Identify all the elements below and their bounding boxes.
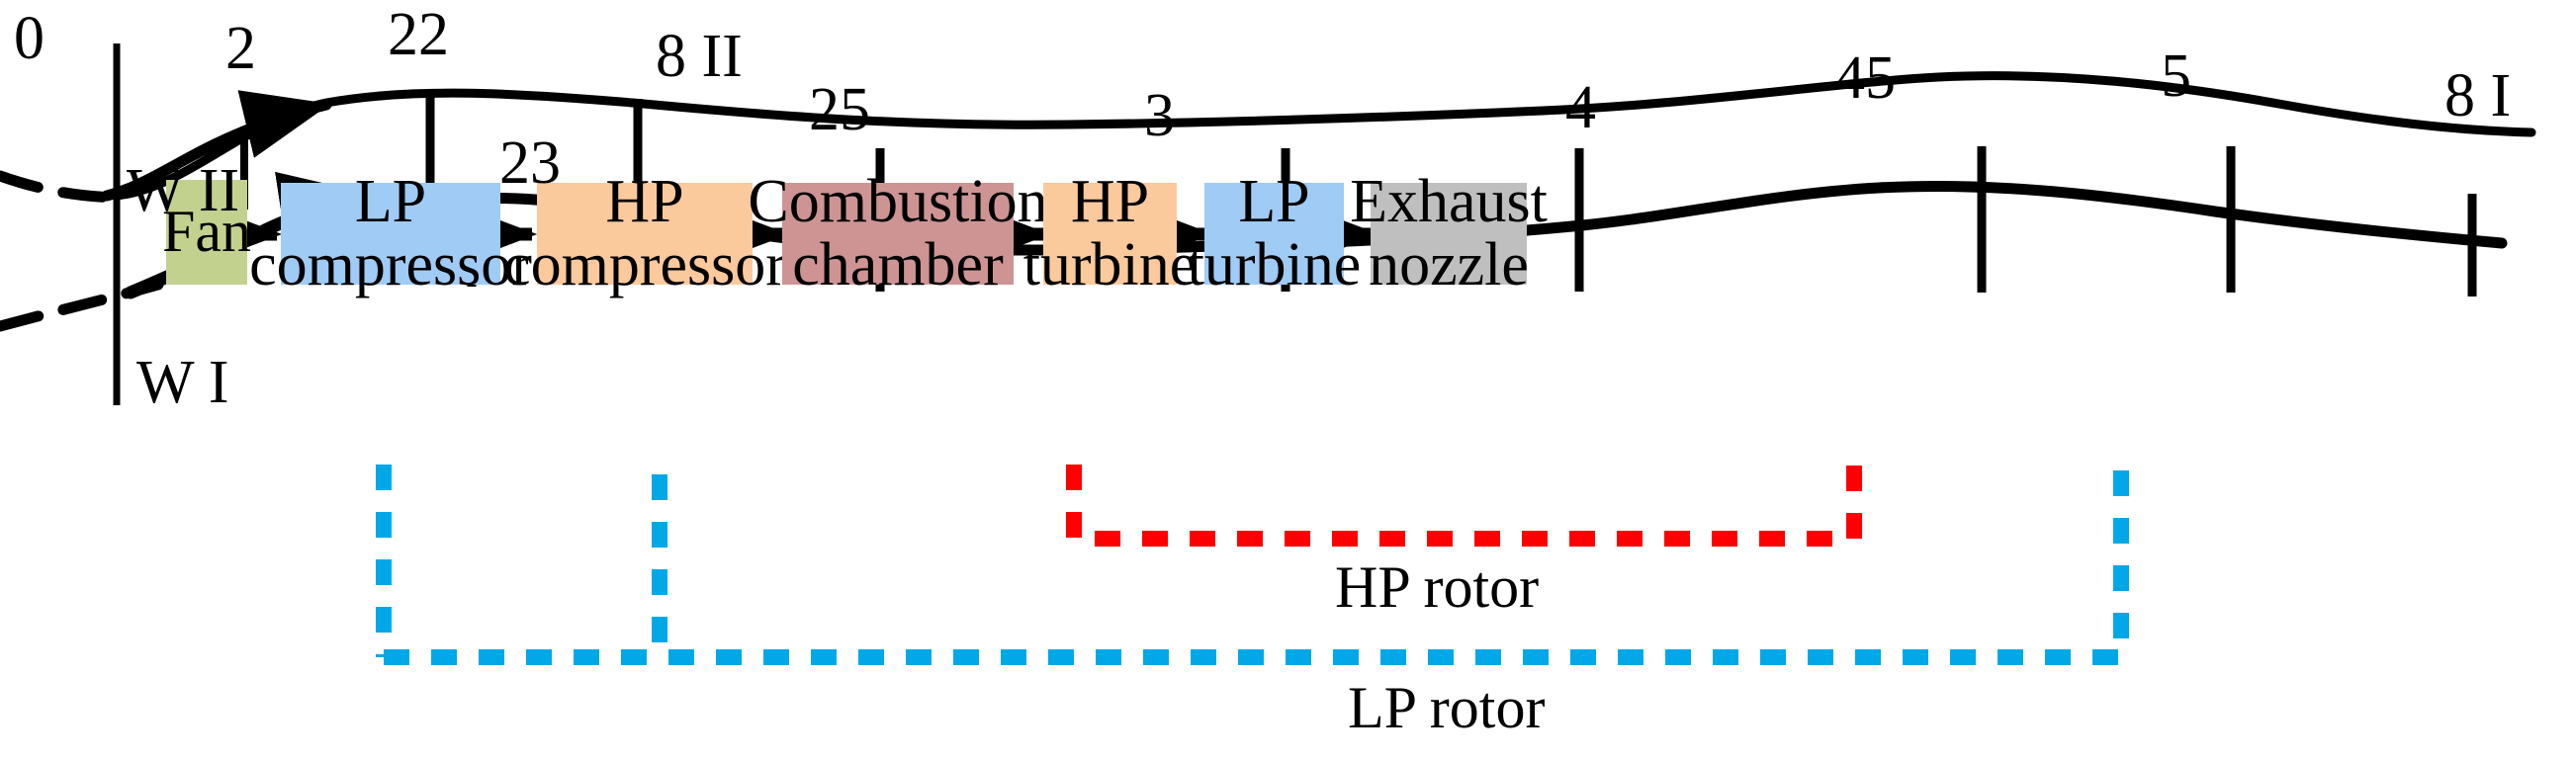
component-label-lp-turbine: LP turbine [1187, 168, 1362, 298]
component-box-hp-compressor[interactable]: HP compressor [503, 171, 786, 296]
component-label-hp-turbine: HP turbine [1022, 168, 1198, 298]
core-flow-label: W I [136, 349, 229, 416]
freestream-dashed-upper [0, 170, 133, 204]
station-label-23: 23 [499, 129, 561, 197]
lp-rotor-label: LP rotor [1348, 675, 1546, 740]
bypass-streamline-curve [112, 71, 2536, 201]
component-box-exhaust-nozzle[interactable]: Exhaust nozzle [1350, 171, 1548, 296]
component-label-fan: Fan [162, 199, 251, 265]
station-label-2: 2 [225, 15, 256, 82]
component-label-lp-compressor: LP compressor [249, 168, 532, 298]
station-label-8-I: 8 I [2444, 62, 2512, 129]
station-label-3: 3 [1144, 82, 1175, 149]
station-label-4: 4 [1565, 74, 1596, 141]
component-label-exhaust-nozzle: Exhaust nozzle [1350, 168, 1548, 298]
station-label-0: 0 [14, 5, 44, 72]
hp-rotor-shaft-line [1066, 465, 1862, 547]
bypass-inlet-arrow [101, 90, 332, 202]
component-box-lp-compressor[interactable]: LP compressor [249, 171, 532, 296]
station-label-5: 5 [2161, 42, 2191, 110]
component-label-combustion-chamber: Combustion chamber [748, 168, 1048, 298]
component-box-hp-turbine[interactable]: HP turbine [1023, 171, 1198, 296]
station-label-45: 45 [1834, 44, 1896, 112]
bypass-flow-label: W II [127, 157, 240, 224]
component-box-combustion-chamber[interactable]: Combustion chamber [748, 171, 1047, 296]
hp-rotor-label: HP rotor [1335, 554, 1540, 620]
component-box-fan[interactable]: Fan [162, 180, 251, 285]
component-box-lp-turbine[interactable]: LP turbine [1188, 171, 1362, 296]
component-label-hp-compressor: HP compressor [503, 168, 786, 298]
station-label-25: 25 [809, 76, 870, 143]
station-label-8-II: 8 II [656, 23, 743, 90]
station-label-22: 22 [388, 1, 449, 68]
lp-rotor-shaft-main-line [384, 465, 2129, 665]
